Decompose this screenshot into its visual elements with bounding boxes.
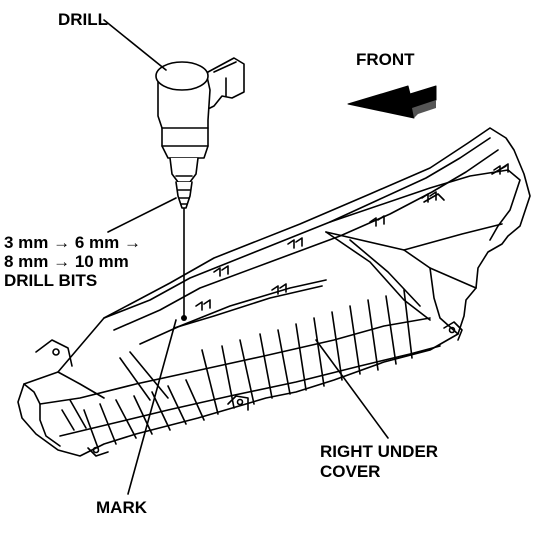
drill-leader [103,19,167,71]
drill-label: DRILL [58,10,109,29]
bits-leader [107,197,177,233]
right-under-cover-panel [17,127,531,457]
front-label: FRONT [356,50,415,69]
cover-line-2: COVER [320,462,381,481]
mark-point [181,315,187,321]
cover-line-1: RIGHT UNDER [320,442,439,461]
drill-bits-line-2: 8 mm → 10 mm [4,252,129,271]
drill-bits-line-3: DRILL BITS [4,271,98,290]
drill [155,57,245,321]
front-arrow-icon [347,85,437,119]
cover-leader [315,339,389,439]
mark-leader [127,319,177,495]
mark-label: MARK [96,498,147,517]
drill-bits-line-1: 3 mm → 6 mm → [4,233,141,252]
